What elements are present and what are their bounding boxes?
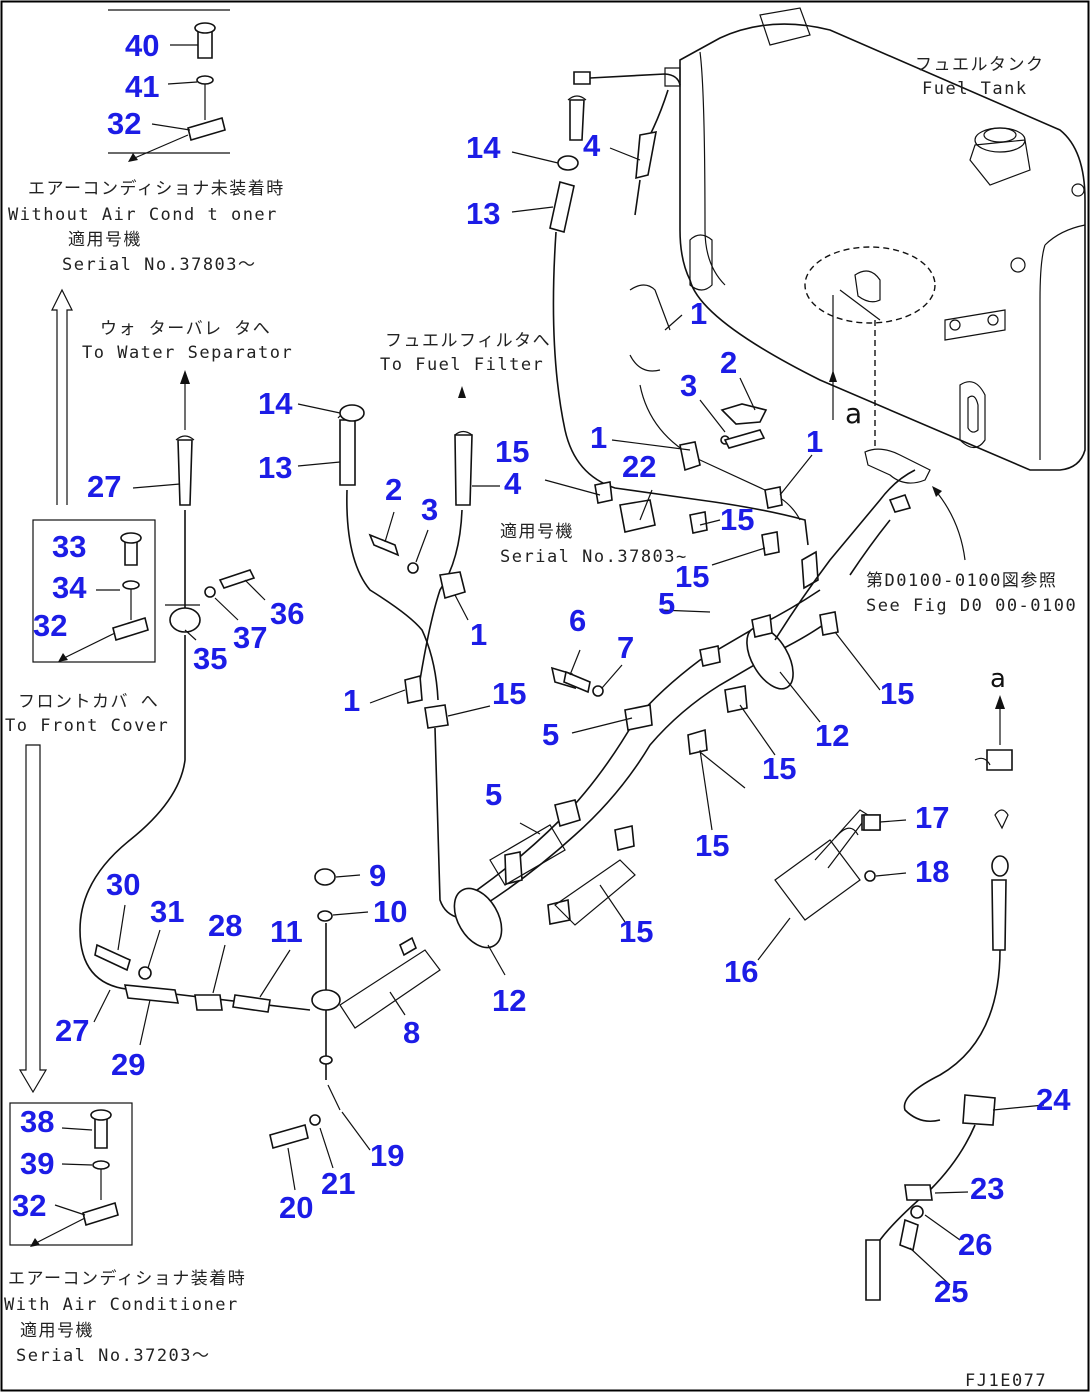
- part-number-38: 38: [20, 1104, 54, 1139]
- with-ac-serial-jp: 適用号機: [20, 1321, 94, 1341]
- part-number-15: 15: [720, 502, 754, 537]
- part-number-4: 4: [583, 128, 601, 163]
- fuel-pipes: [79, 22, 1013, 1301]
- front-cover-note-jp: フロントカバ へ: [18, 692, 159, 712]
- part-number-17: 17: [915, 800, 949, 835]
- part-number-29: 29: [111, 1047, 145, 1082]
- part-number-32: 32: [107, 106, 141, 141]
- part-number-24: 24: [1036, 1082, 1071, 1117]
- part-number-14: 14: [466, 130, 501, 165]
- mid-serial-jp: 適用号機: [500, 522, 574, 542]
- part-number-15: 15: [619, 914, 653, 949]
- part-number-28: 28: [208, 908, 242, 943]
- part-number-36: 36: [270, 596, 304, 631]
- arrow-labels: a a: [845, 397, 1006, 694]
- leader-lines: [54, 44, 1045, 1286]
- part-number-5: 5: [542, 717, 559, 752]
- see-fig-note-en: See Fig D0 00-0100: [866, 596, 1077, 616]
- part-number-1: 1: [590, 420, 607, 455]
- water-separator-note-jp: ウォ ターバレ タへ: [100, 319, 271, 339]
- part-number-33: 33: [52, 529, 86, 564]
- arrow-label-a: a: [845, 397, 862, 430]
- part-number-40: 40: [125, 28, 159, 63]
- reference-numbers: 40 41 32 14 4 13 1 2 3 1 1 22 15 15 15 5…: [12, 28, 1071, 1309]
- part-number-14: 14: [258, 386, 293, 421]
- see-fig-note-jp: 第D0100-0100図参照: [866, 571, 1057, 591]
- part-number-20: 20: [279, 1190, 313, 1225]
- part-number-32: 32: [12, 1188, 46, 1223]
- part-number-35: 35: [193, 641, 227, 676]
- part-number-7: 7: [617, 630, 634, 665]
- fuel-filter-note-en: To Fuel Filter: [380, 355, 544, 375]
- part-number-15: 15: [495, 434, 529, 469]
- drawing-code: FJ1E077: [965, 1371, 1047, 1391]
- part-number-12: 12: [492, 983, 526, 1018]
- part-number-15: 15: [492, 676, 526, 711]
- part-number-2: 2: [720, 345, 737, 380]
- fuel-tank: [679, 7, 1086, 484]
- part-number-13: 13: [466, 196, 500, 231]
- part-number-10: 10: [373, 894, 407, 929]
- front-cover-note-en: To Front Cover: [5, 716, 169, 736]
- part-number-1: 1: [343, 683, 360, 718]
- mid-serial: Serial No.37803~: [500, 547, 688, 567]
- fuel-tank-label-jp: フュエルタンク: [915, 55, 1045, 75]
- without-ac-serial-jp: 適用号機: [68, 230, 142, 250]
- part-number-3: 3: [421, 492, 438, 527]
- part-number-37: 37: [233, 620, 267, 655]
- with-ac-note-en: With Air Conditioner: [4, 1295, 239, 1315]
- part-number-15: 15: [695, 828, 729, 863]
- without-ac-serial: Serial No.37803～: [62, 255, 257, 275]
- part-number-5: 5: [658, 586, 675, 621]
- part-number-26: 26: [958, 1227, 992, 1262]
- part-number-1: 1: [470, 617, 487, 652]
- text-notes: フュエルタンク Fuel Tank エアーコンディショナ未装着時 Without…: [4, 55, 1077, 1391]
- fuel-tank-label-en: Fuel Tank: [922, 79, 1028, 99]
- part-number-15: 15: [675, 559, 709, 594]
- part-number-3: 3: [680, 368, 697, 403]
- part-number-19: 19: [370, 1138, 404, 1173]
- part-number-16: 16: [724, 954, 758, 989]
- part-number-31: 31: [150, 894, 184, 929]
- callout-boxes: [9, 9, 1005, 1247]
- part-number-41: 41: [125, 69, 159, 104]
- part-number-32: 32: [33, 608, 67, 643]
- part-number-15: 15: [762, 751, 796, 786]
- part-number-2: 2: [385, 472, 402, 507]
- part-number-39: 39: [20, 1146, 54, 1181]
- without-ac-note-en: Without Air Cond t oner: [8, 205, 278, 225]
- part-number-1: 1: [806, 424, 823, 459]
- part-number-18: 18: [915, 854, 949, 889]
- fuel-filter-note-jp: フュエルフィルタへ: [385, 331, 551, 351]
- with-ac-note-jp: エアーコンディショナ装着時: [8, 1268, 246, 1289]
- part-number-8: 8: [403, 1015, 420, 1050]
- water-separator-note-en: To Water Separator: [82, 343, 293, 363]
- part-number-11: 11: [270, 914, 303, 949]
- part-number-13: 13: [258, 450, 292, 485]
- with-ac-serial: Serial No.37203～: [16, 1346, 211, 1366]
- without-ac-note-jp: エアーコンディショナ未装着時: [28, 178, 285, 199]
- part-number-6: 6: [569, 603, 586, 638]
- part-number-4: 4: [504, 466, 522, 501]
- part-number-23: 23: [970, 1171, 1004, 1206]
- part-number-5: 5: [485, 777, 502, 812]
- part-number-27: 27: [87, 469, 121, 504]
- part-number-12: 12: [815, 718, 849, 753]
- part-number-15: 15: [880, 676, 914, 711]
- part-number-21: 21: [321, 1166, 355, 1201]
- part-number-30: 30: [106, 867, 140, 902]
- part-number-27: 27: [55, 1013, 89, 1048]
- part-number-25: 25: [934, 1274, 968, 1309]
- part-number-9: 9: [369, 858, 386, 893]
- arrow-label-a: a: [990, 664, 1006, 694]
- part-number-34: 34: [52, 570, 87, 605]
- part-number-22: 22: [622, 449, 656, 484]
- part-number-1: 1: [690, 296, 707, 331]
